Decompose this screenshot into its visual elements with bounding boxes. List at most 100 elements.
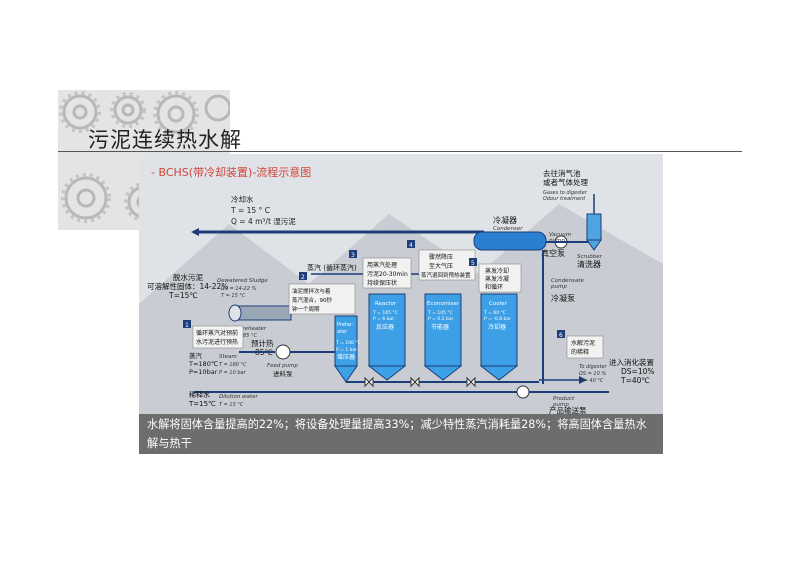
cooler-t: T = 60 °C	[483, 310, 506, 316]
step-5-box: 5 蒸发冷却 蒸发冷凝 和循环	[469, 258, 522, 293]
steam-en: Steam	[219, 354, 237, 360]
reactor-en: Reactor	[375, 301, 397, 307]
dewatered-t: T = 15 °C	[221, 293, 246, 299]
steam-zh-t: T=180℃	[188, 360, 218, 368]
gas-en1: Gases to digester	[543, 190, 588, 196]
digester-en: To digester	[579, 364, 608, 370]
caption-line-1: 水解将固体含量提高的22%；将设备处理量提高33%；减少特性蒸汽消耗量28%；将…	[147, 418, 647, 450]
feed-pump-zh: 进料泵	[273, 369, 293, 378]
step-1-box: 1 循环蒸汽对预前 水污泥进行预热	[183, 320, 244, 349]
step-6-number: 6	[559, 332, 563, 339]
dewatered-en: Dewatered Sludge	[217, 278, 268, 284]
valve-icon	[364, 376, 374, 388]
dewatered-ds: DS = 14-22 %	[221, 286, 257, 292]
step-5-text1: 蒸发冷却	[485, 267, 509, 275]
diagram-heading: - BCHS(带冷却装置)-流程示意图	[151, 165, 311, 179]
step-4-box: 4 骤然降压 至大气压 蒸汽退回到预热装置	[407, 240, 476, 281]
economiser-en: Economiser	[427, 301, 460, 307]
step-1-text1: 循环蒸汽对预前	[196, 329, 238, 337]
preheater-zh: 预计热	[251, 338, 274, 348]
dewatered-zh: 脱水污泥	[173, 272, 203, 282]
title-divider	[58, 151, 742, 152]
cooler-cone	[479, 365, 519, 381]
reactor-zh: 反应器	[376, 323, 394, 331]
cooling-water-temp: T = 15 ° C	[230, 206, 270, 215]
scrubber-en: Scrubber	[577, 254, 603, 260]
step-2-number: 2	[301, 274, 305, 281]
condensate-en2: pump	[550, 284, 567, 290]
cooler-p: P = -0.8 bar	[484, 316, 511, 322]
economiser-p: P = 0.2 bar	[428, 316, 454, 322]
step-3-box: 3 用蒸汽处理 污泥20-30min 持续保压状	[349, 250, 412, 289]
digester-zh-t: T=40℃	[620, 376, 650, 385]
steam-en-p: P = 10 bar	[219, 370, 247, 376]
reactor-p: P = 6 bar	[373, 316, 394, 322]
product-pump-icon	[516, 385, 530, 399]
step-3-text2: 污泥20-30min	[367, 270, 408, 278]
preheater-tank-en2: ater	[337, 329, 348, 335]
condenser-zh: 冷凝器	[493, 215, 517, 225]
valve-icon	[410, 376, 420, 388]
valve-icon	[466, 376, 476, 388]
step-2-text2: 蒸汽混合，90秒	[292, 296, 332, 304]
arrow-icon	[579, 376, 587, 384]
digester-zh-ds: DS=10%	[621, 367, 655, 376]
gas-en2: Odour treatment	[543, 196, 586, 202]
reactor-tank	[368, 293, 406, 367]
vacuum-en1: Vacuum	[549, 232, 571, 238]
preheater-tank-p: P = 1 bar	[336, 347, 357, 353]
arrow-icon	[191, 228, 199, 236]
step-4-number: 4	[409, 242, 413, 249]
preheater-screw	[234, 305, 292, 321]
feed-pump-en: Feed pump	[267, 363, 299, 369]
step-2-text1: 油泥搅拌次与着	[292, 287, 331, 295]
step-6-text1: 水解污泥	[571, 339, 595, 347]
step-4-text2: 至大气压	[429, 262, 453, 270]
digester-en-t: T = 40 °C	[579, 378, 604, 384]
steam-zh: 蒸汽	[189, 351, 203, 360]
condensate-en1: Condensate	[551, 278, 584, 284]
step-4-text3: 蒸汽退回到预热装置	[421, 271, 471, 279]
product-pump-en1: Product	[553, 396, 575, 402]
process-diagram: - BCHS(带冷却装置)-流程示意图 冷却水 T = 15 ° C Q = 4…	[139, 165, 663, 454]
caption-box: 水解将固体含量提高的22%；将设备处理量提高33%；减少特性蒸汽消耗量28%；将…	[139, 414, 663, 469]
vacuum-zh: 真空泵	[541, 248, 565, 258]
scrubber-zh: 清洗器	[577, 259, 601, 269]
product-pump-en2: pump	[552, 402, 569, 408]
step-3-text3: 持续保压状	[367, 279, 397, 287]
dewatered-temp: T=15℃	[168, 291, 198, 300]
scrubber	[586, 213, 602, 241]
preheater-en: Preheater	[239, 326, 267, 332]
preheater-tank-cone	[334, 365, 358, 383]
dewatered-zh2: 可溶解性固体：14-22%	[147, 281, 228, 291]
digester-en-ds: DS = 10 %	[579, 371, 606, 377]
dilution-en: Dilution water	[219, 394, 258, 400]
process-diagram-panel: - BCHS(带冷却装置)-流程示意图 冷却水 T = 15 ° C Q = 4…	[139, 154, 663, 454]
step-2-box: 2 油泥搅拌次与着 蒸汽混合，90秒 钟一个周期	[288, 272, 356, 315]
dilution-zh-t: T=15℃	[188, 400, 216, 408]
preheater-t: 85 °C	[243, 333, 257, 339]
dilution-zh: 稀释水	[189, 390, 210, 399]
step-5-text2: 蒸发冷凝	[485, 275, 509, 283]
step-6-box: 6 水解污泥 的稀释	[557, 330, 604, 359]
step-5-text3: 和循环	[485, 283, 503, 291]
steam-en-t: T = 180 °C	[219, 362, 247, 368]
preheater-tank-t: T = 100 °C	[335, 340, 361, 346]
preheater-hopper	[228, 304, 242, 322]
condenser-en: Condenser	[493, 226, 523, 232]
condenser	[473, 231, 547, 251]
cooling-water-flow: Q = 4 m³/t 湿污泥	[231, 217, 296, 226]
step-3-number: 3	[351, 252, 355, 259]
dilution-en-t: T = 15 °C	[219, 402, 244, 408]
preheater-tank-zh: 增压器	[337, 353, 355, 361]
step-4-text1: 骤然降压	[429, 253, 453, 261]
steam-recycle-label: 蒸汽 (循环蒸汽)	[307, 263, 357, 272]
steam-zh-p: P=10bar	[189, 368, 218, 376]
cooler-zh: 冷却器	[488, 323, 506, 331]
caption-line-2: 燥合并；减小沼气池容积达60%；减少水蒸发以及干燥器尺寸大约27%；增加产电量2…	[147, 456, 602, 469]
preheater-tank-en1: Prehe-	[337, 322, 353, 328]
cooler-en: Cooler	[489, 301, 507, 307]
scrubber-cone	[586, 239, 602, 251]
reactor-t: T = 165 °C	[372, 310, 398, 316]
cooling-water-label: 冷却水	[231, 194, 254, 204]
